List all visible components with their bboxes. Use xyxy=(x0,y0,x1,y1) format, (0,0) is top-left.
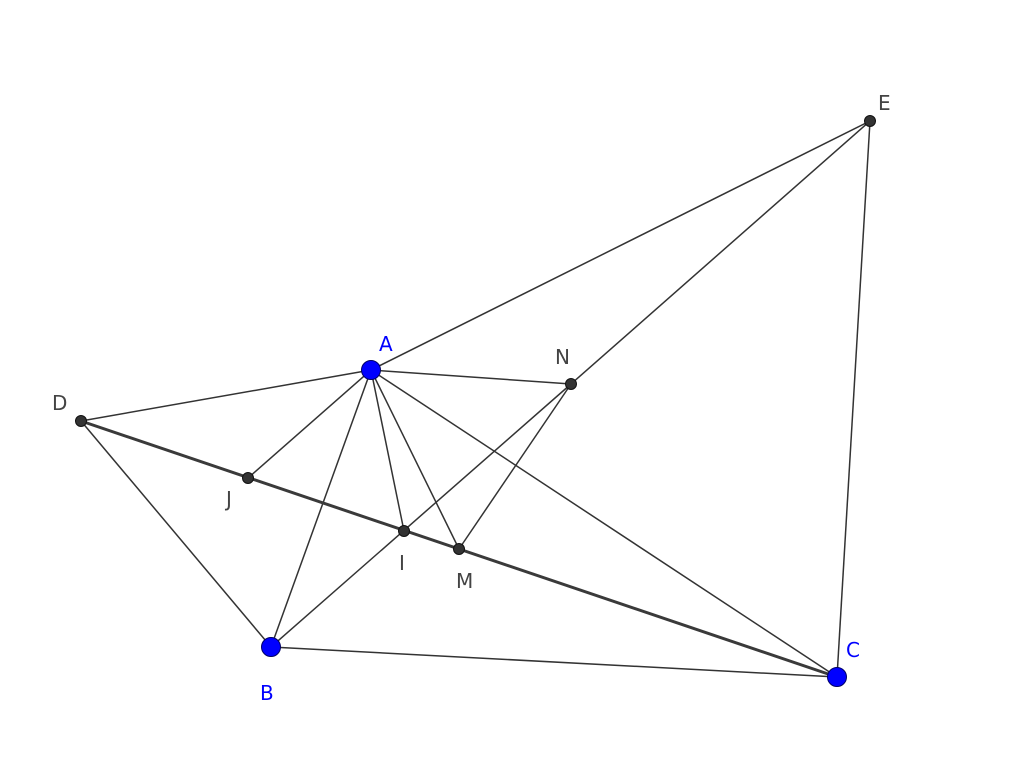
point-e[interactable] xyxy=(864,115,876,127)
segment-db[interactable] xyxy=(80,420,272,648)
point-label-d: D xyxy=(52,391,67,415)
point-c[interactable] xyxy=(827,667,847,687)
point-label-a: A xyxy=(379,332,393,356)
segment-bc[interactable] xyxy=(270,646,838,678)
segment-am[interactable] xyxy=(370,369,460,550)
segment-ae[interactable] xyxy=(370,120,871,371)
segment-aj[interactable] xyxy=(247,369,372,479)
point-label-m: M xyxy=(456,569,473,593)
point-i[interactable] xyxy=(398,525,410,537)
point-label-j: J xyxy=(224,487,232,511)
point-j[interactable] xyxy=(242,472,254,484)
segments-layer xyxy=(80,120,871,679)
segment-ai[interactable] xyxy=(370,369,405,532)
point-n[interactable] xyxy=(565,378,577,390)
segment-en[interactable] xyxy=(570,120,871,385)
segment-nb[interactable] xyxy=(270,383,572,648)
segment-an[interactable] xyxy=(370,369,572,385)
point-label-e: E xyxy=(878,91,891,115)
point-m[interactable] xyxy=(453,543,465,555)
points-layer xyxy=(75,115,876,687)
point-a[interactable] xyxy=(361,360,381,380)
point-label-b: B xyxy=(260,681,274,705)
segment-nm[interactable] xyxy=(458,383,572,550)
point-b[interactable] xyxy=(261,637,281,657)
segment-ab[interactable] xyxy=(270,369,372,648)
segment-ec[interactable] xyxy=(836,120,871,678)
point-label-n: N xyxy=(555,345,570,369)
point-d[interactable] xyxy=(75,415,87,427)
point-label-i: I xyxy=(399,551,405,575)
segment-ad[interactable] xyxy=(80,369,372,422)
segment-ac[interactable] xyxy=(370,369,838,678)
labels-layer: A B C D E N J I M xyxy=(52,91,891,705)
point-label-c: C xyxy=(846,638,860,662)
